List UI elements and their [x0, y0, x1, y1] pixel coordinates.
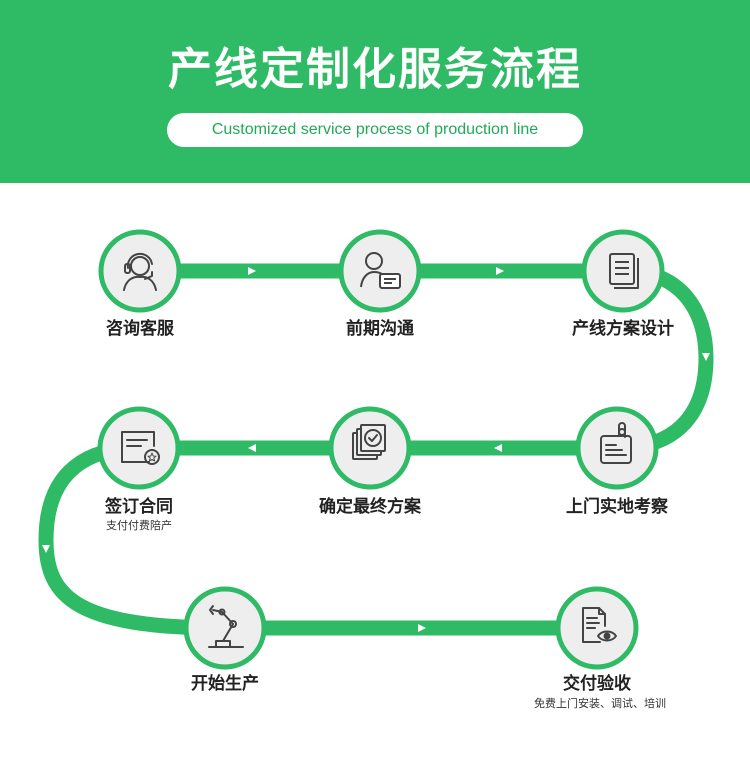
arrow-right-icon — [418, 624, 426, 632]
step-node-3 — [581, 229, 665, 313]
step-node-6 — [97, 406, 181, 490]
header-banner: 产线定制化服务流程 Customized service process of … — [0, 0, 750, 183]
clipboard-inspection-icon — [600, 422, 632, 464]
arrow-left-icon — [494, 444, 502, 452]
arrow-left-icon — [248, 444, 256, 452]
arrow-down-icon — [702, 353, 710, 361]
confirm-plan-icon — [352, 424, 386, 460]
direction-arrows — [42, 267, 710, 632]
step-node-8 — [555, 586, 639, 670]
subtitle-pill: Customized service process of production… — [167, 113, 583, 147]
step-sublabel-8: 免费上门安装、调试、培训 — [534, 697, 666, 710]
step-label-7: 开始生产 — [191, 674, 259, 694]
step-label-4: 上门实地考察 — [566, 497, 668, 517]
step-sublabel-6: 支付付费陪产 — [106, 519, 172, 532]
step-node-1 — [98, 229, 182, 313]
arrow-right-icon — [496, 267, 504, 275]
communication-icon — [360, 252, 401, 289]
step-label-2: 前期沟通 — [346, 319, 414, 339]
step-node-2 — [338, 229, 422, 313]
step-node-5 — [328, 406, 412, 490]
arrow-down-icon — [42, 545, 50, 553]
arrow-right-icon — [248, 267, 256, 275]
document-design-icon — [609, 253, 639, 289]
step-label-8: 交付验收 — [563, 674, 631, 694]
step-label-3: 产线方案设计 — [572, 319, 674, 339]
step-node-4 — [575, 406, 659, 490]
step-node-7 — [183, 586, 267, 670]
delivery-inspection-icon — [582, 607, 617, 643]
step-label-5: 确定最终方案 — [319, 497, 421, 517]
step-label-1: 咨询客服 — [106, 319, 174, 339]
page-title: 产线定制化服务流程 — [168, 44, 582, 95]
step-label-6: 签订合同 — [105, 497, 173, 517]
contract-icon — [121, 431, 160, 465]
robot-arm-icon — [208, 605, 244, 648]
customer-service-icon — [123, 252, 157, 291]
